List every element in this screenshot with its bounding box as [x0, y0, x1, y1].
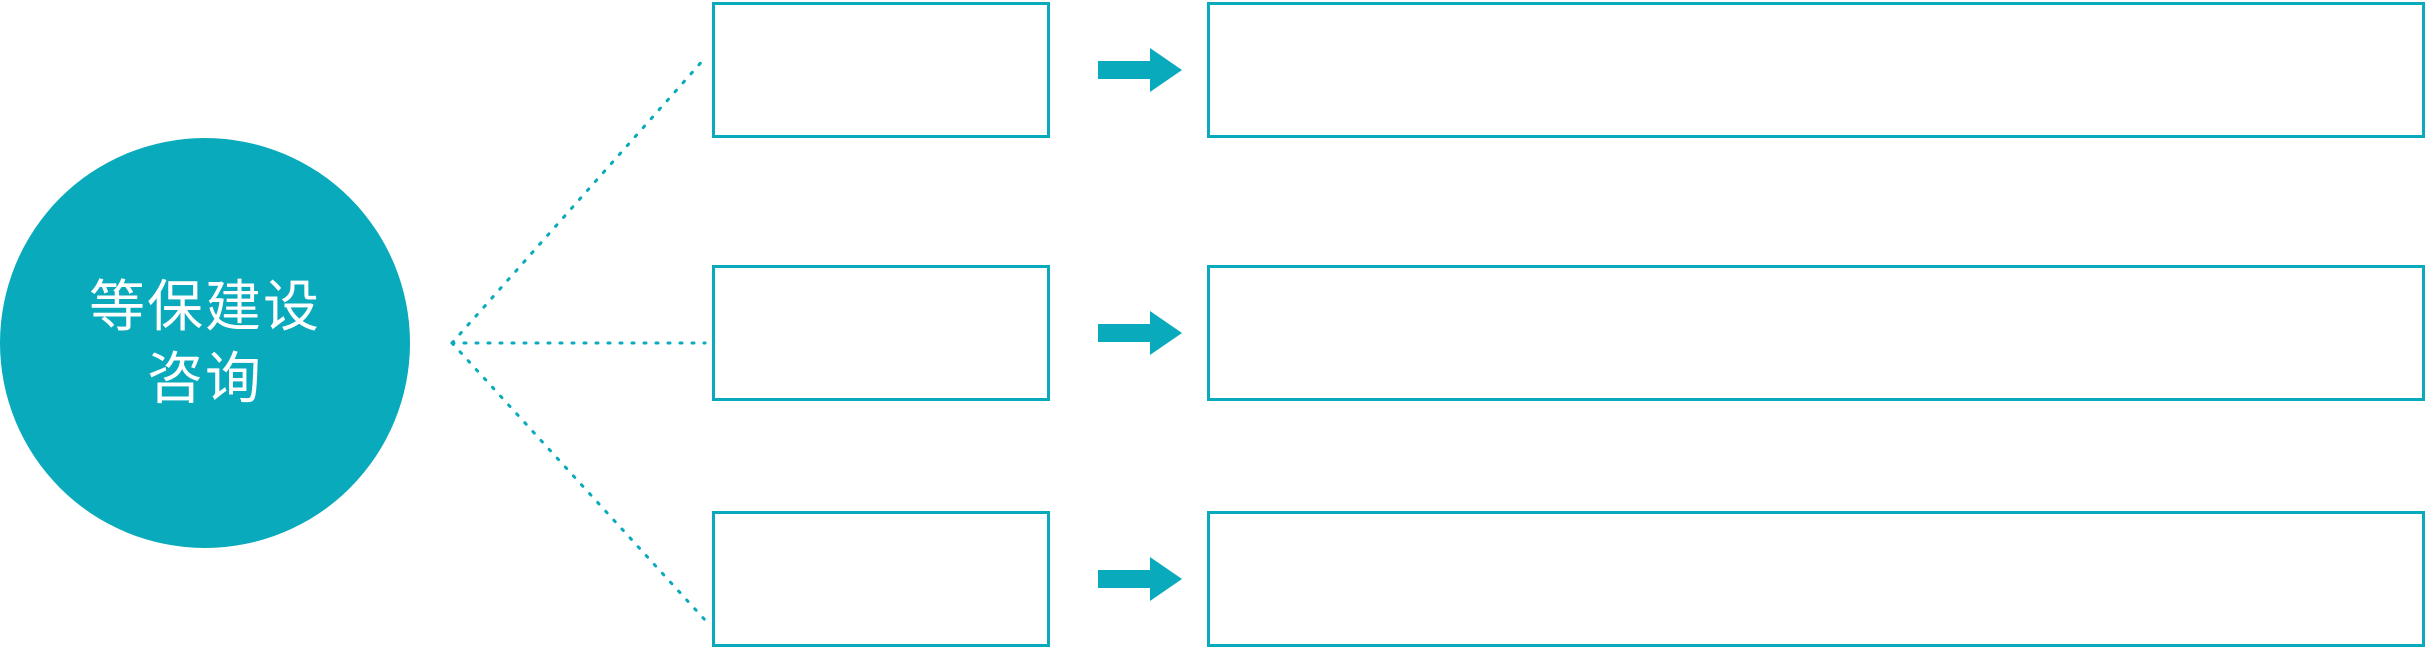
hub-circle[interactable]: 等保建设 咨询	[0, 138, 410, 548]
detail-box-3-label	[1210, 514, 2422, 534]
right-block-arrow-icon-3	[1098, 557, 1182, 601]
stage-box-2[interactable]	[712, 265, 1050, 401]
detail-box-1[interactable]	[1207, 2, 2425, 138]
detail-box-2[interactable]	[1207, 265, 2425, 401]
stage-box-1[interactable]	[712, 2, 1050, 138]
detail-box-3[interactable]	[1207, 511, 2425, 647]
right-block-arrow-icon-2	[1098, 311, 1182, 355]
hub-label: 等保建设 咨询	[89, 275, 321, 410]
stage-box-3-label	[715, 514, 1047, 534]
stage-box-3[interactable]	[712, 511, 1050, 647]
right-block-arrow-icon-1	[1098, 48, 1182, 92]
